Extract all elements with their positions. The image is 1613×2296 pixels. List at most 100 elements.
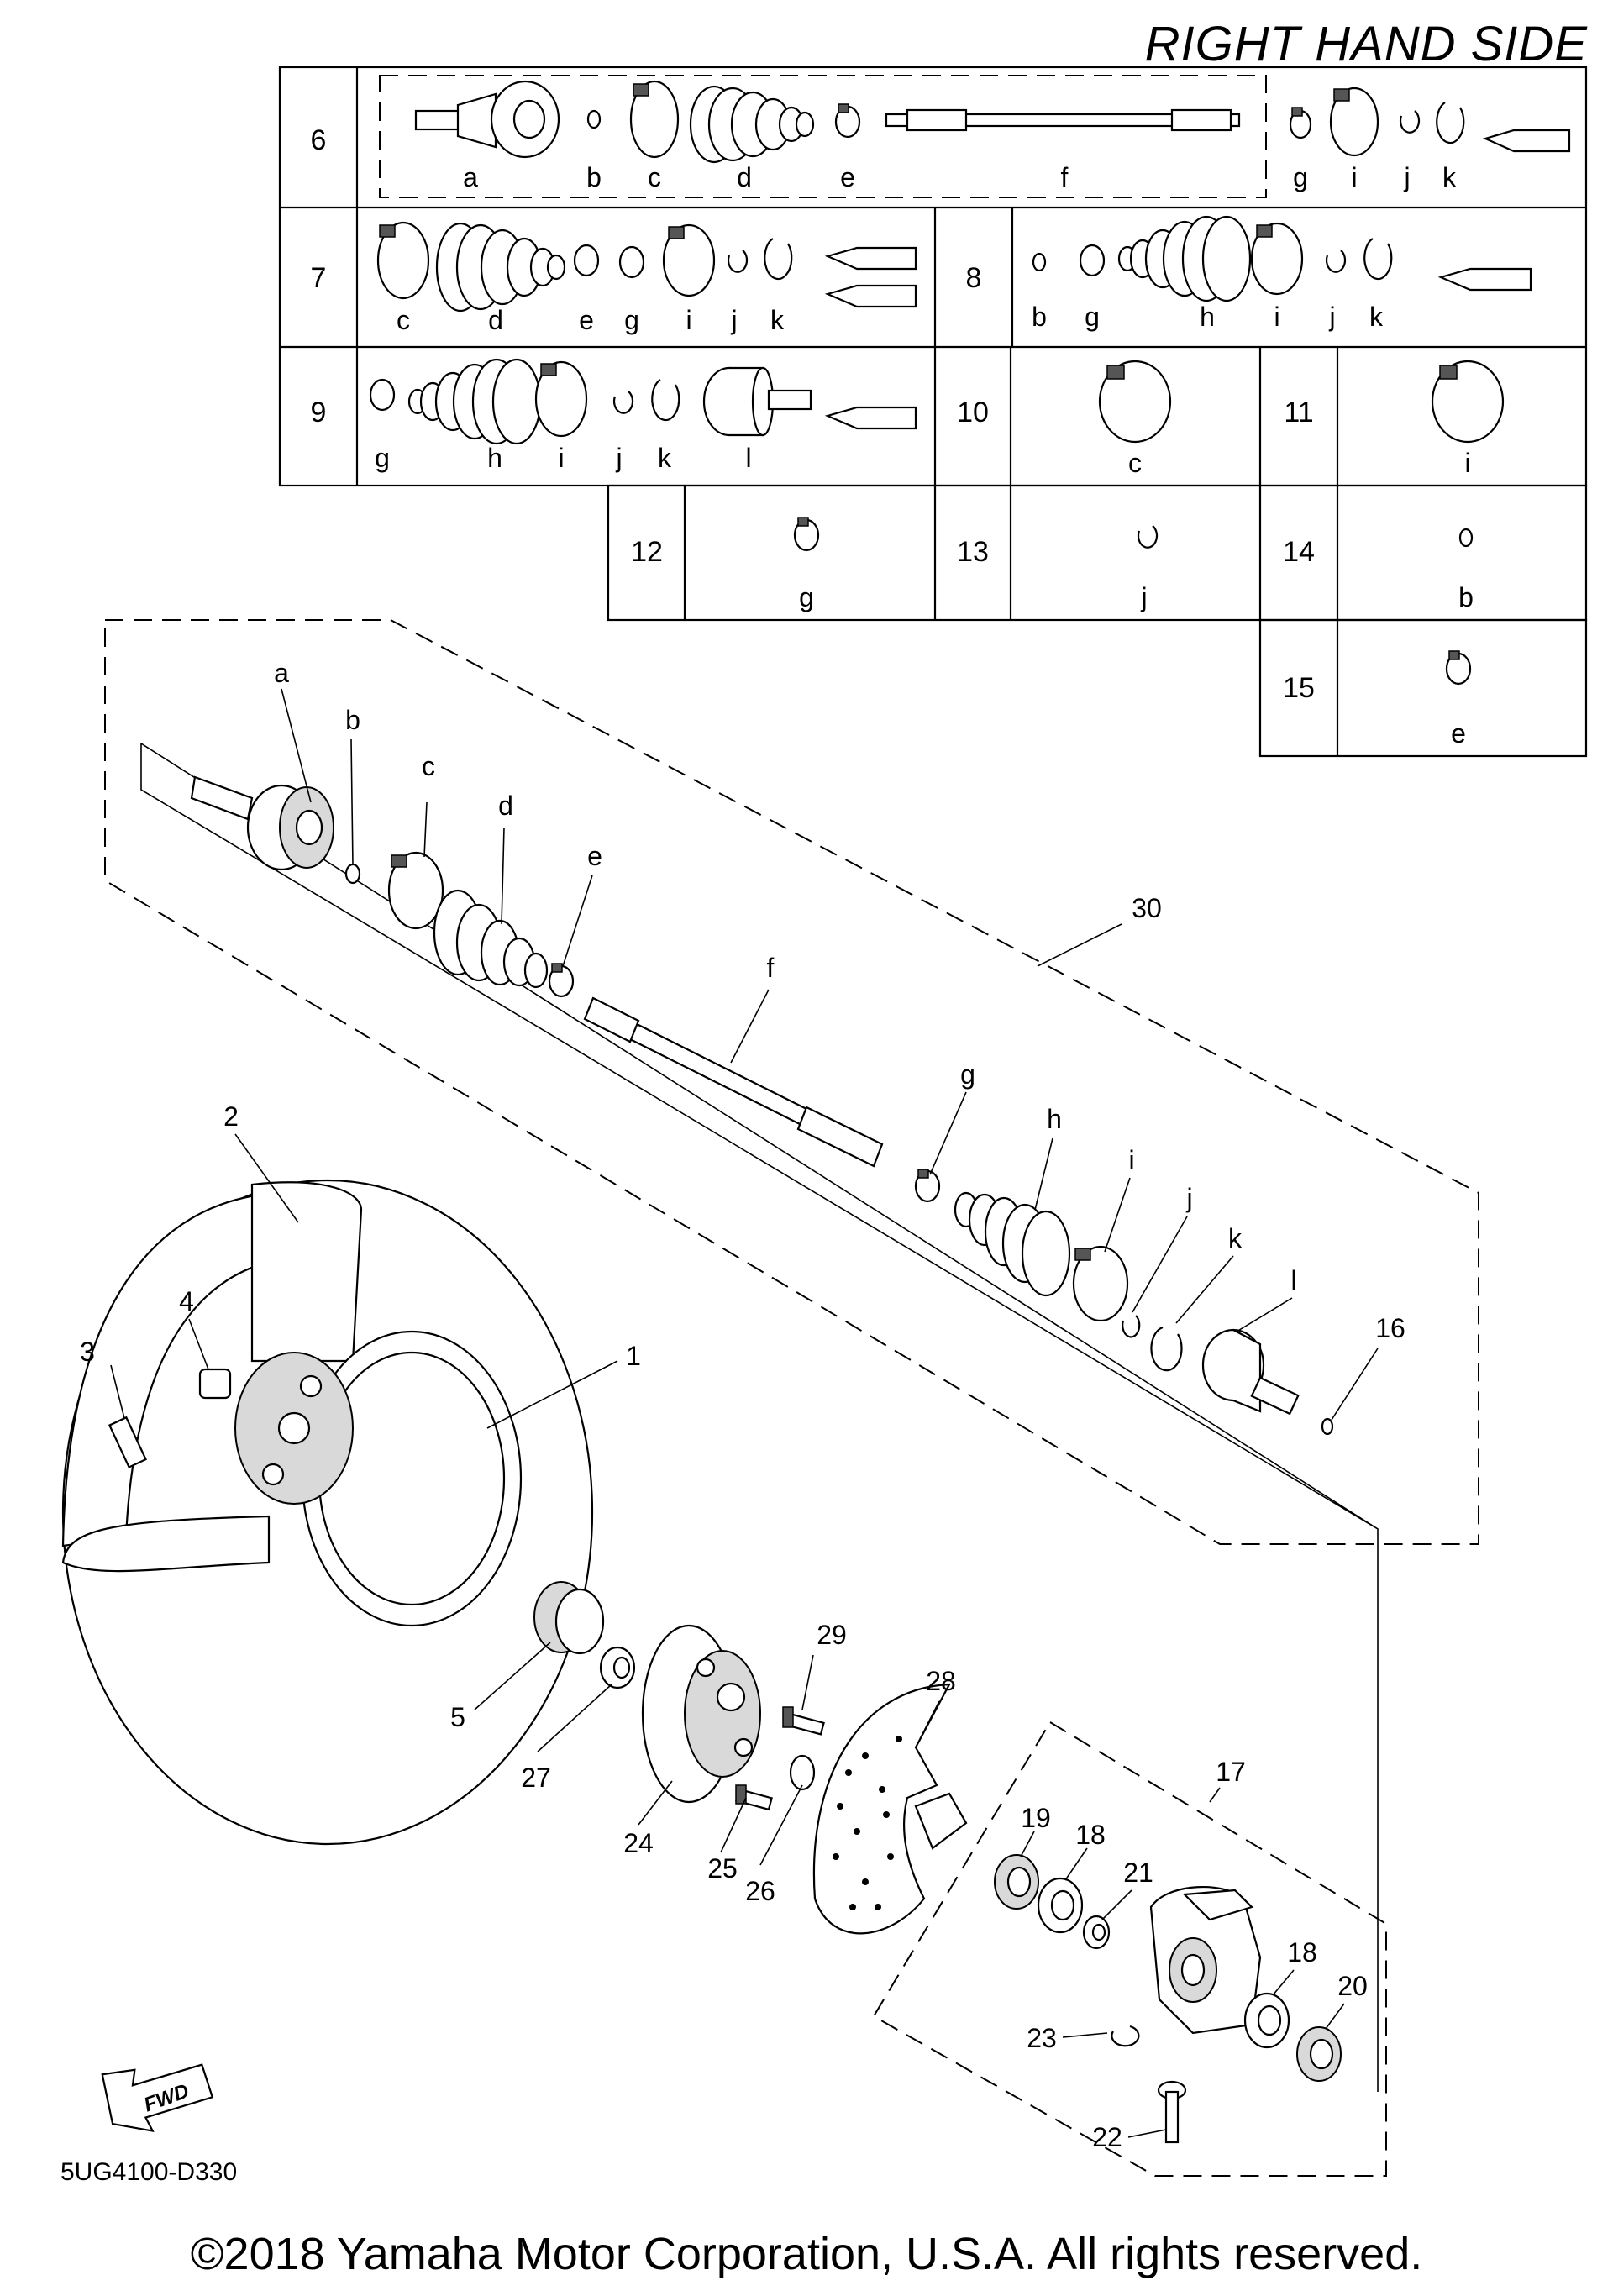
row-number-7: 7 — [311, 262, 327, 294]
row7-label-d: d — [488, 305, 503, 335]
callout-30: 30 — [1132, 893, 1162, 923]
row8-label-i: i — [1274, 302, 1279, 332]
row7-part-labels: c d e g i j k — [397, 305, 785, 335]
row7-circlip-j-icon — [727, 250, 749, 273]
row8-circlip-k-icon — [1363, 238, 1393, 281]
row10-label-c: c — [1128, 448, 1142, 478]
row7-band-c-icon — [376, 221, 430, 300]
row7-band-i-icon — [662, 223, 716, 297]
seal-5 — [533, 1581, 605, 1655]
row7-label-c: c — [397, 305, 410, 335]
boot-d — [433, 889, 549, 989]
band-e — [548, 963, 575, 998]
row7-circlip-k-icon — [764, 238, 793, 281]
row8-band-g-icon — [1079, 244, 1106, 277]
row7-band-e-icon — [573, 244, 600, 277]
row9-band-i-icon — [534, 360, 588, 438]
row8-label-g: g — [1085, 302, 1100, 332]
callout-18a: 18 — [1075, 1820, 1106, 1850]
callout-21: 21 — [1123, 1857, 1153, 1888]
callout-22: 22 — [1092, 2122, 1122, 2152]
oring-26 — [789, 1754, 816, 1791]
callout-18b: 18 — [1287, 1937, 1317, 1968]
row-number-11: 11 — [1284, 397, 1313, 428]
row-number-6: 6 — [311, 124, 327, 156]
label-i: i — [1128, 1145, 1134, 1175]
row6-outer-cv-joint-icon — [414, 80, 560, 159]
callout-20: 20 — [1337, 1971, 1368, 2001]
row7-label-i: i — [686, 305, 691, 335]
row8-label-b: b — [1032, 302, 1047, 332]
row7-label-k: k — [770, 305, 785, 335]
row7-band-g-icon — [618, 245, 645, 279]
part-number-callouts: 1 2 3 4 5 16 17 18 18 19 20 21 22 23 24 … — [80, 893, 1405, 2152]
row8-grease-tube-icon — [1437, 267, 1532, 292]
row15-band-e-icon — [1445, 650, 1472, 686]
steering-knuckle — [1149, 1886, 1262, 2035]
row6-label-d: d — [737, 162, 752, 192]
callout-3: 3 — [80, 1337, 95, 1367]
callout-2: 2 — [223, 1101, 239, 1132]
row9-band-g-icon — [369, 378, 396, 412]
seal-20 — [1296, 2026, 1342, 2082]
row9-label-i: i — [558, 443, 564, 473]
row7-label-g: g — [624, 305, 639, 335]
row6-boot-d-icon — [689, 85, 815, 164]
band-i — [1072, 1245, 1129, 1322]
kit-table — [278, 66, 1588, 758]
shaft-letter-labels: a b c d e f g h i j k l — [274, 658, 1296, 1295]
brake-disc-28 — [812, 1683, 968, 1935]
row-number-12: 12 — [631, 536, 663, 568]
circlip-k — [1150, 1326, 1183, 1372]
row14-label-b: b — [1458, 582, 1474, 612]
row6-circlip-k-icon — [1436, 102, 1465, 144]
row7-label-e: e — [579, 305, 594, 335]
label-h: h — [1047, 1104, 1062, 1134]
row6-label-a: a — [463, 162, 478, 192]
row6-label-j: j — [1403, 162, 1410, 192]
bearing-18b — [1243, 1992, 1290, 2049]
callout-29: 29 — [817, 1620, 847, 1650]
row-number-9: 9 — [311, 397, 327, 428]
row6-label-c: c — [648, 162, 661, 192]
row11-label-i: i — [1464, 448, 1470, 478]
circlip-b — [344, 863, 361, 885]
row6-label-i: i — [1351, 162, 1357, 192]
callout-5: 5 — [450, 1702, 465, 1732]
outer-cv-joint-a — [190, 775, 334, 871]
circlip-j — [1122, 1315, 1141, 1338]
table-part-icons — [369, 80, 1571, 686]
row9-label-g: g — [375, 443, 390, 473]
drawing-code: 5UG4100-D330 — [60, 2158, 237, 2186]
callout-17: 17 — [1216, 1757, 1246, 1787]
callout-28: 28 — [926, 1666, 956, 1696]
callout-1: 1 — [626, 1341, 641, 1371]
bolt-25 — [735, 1784, 773, 1811]
row-number-14: 14 — [1283, 536, 1315, 568]
circlip-16 — [1321, 1417, 1334, 1436]
label-g: g — [960, 1059, 975, 1090]
label-c: c — [422, 751, 435, 781]
row7-grease-tube-1-icon — [824, 246, 917, 271]
row6-label-g: g — [1293, 162, 1308, 192]
shaft-assembly-outline — [104, 619, 1479, 1545]
row6-label-e: e — [840, 162, 855, 192]
label-b: b — [345, 705, 360, 735]
row9-grease-tube-icon — [824, 406, 917, 430]
callout-4: 4 — [179, 1286, 194, 1316]
callout-19: 19 — [1021, 1803, 1051, 1833]
seal-19 — [994, 1854, 1039, 1910]
row7-grease-tube-2-icon — [824, 284, 917, 308]
fwd-arrow-icon: FWD — [101, 2063, 214, 2133]
row9-label-k: k — [658, 443, 672, 473]
label-k: k — [1228, 1223, 1243, 1253]
row-number-13: 13 — [957, 536, 989, 568]
row8-part-labels: b g h i j k — [1032, 302, 1384, 332]
collar-21 — [1082, 1915, 1111, 1950]
row8-circlip-j-icon — [1325, 250, 1347, 273]
row7-label-j: j — [730, 305, 737, 335]
row8-band-i-icon — [1250, 222, 1304, 296]
row9-inner-cv-joint-icon — [702, 366, 812, 437]
row6-band-g-icon — [1289, 107, 1312, 139]
row8-label-h: h — [1200, 302, 1215, 332]
